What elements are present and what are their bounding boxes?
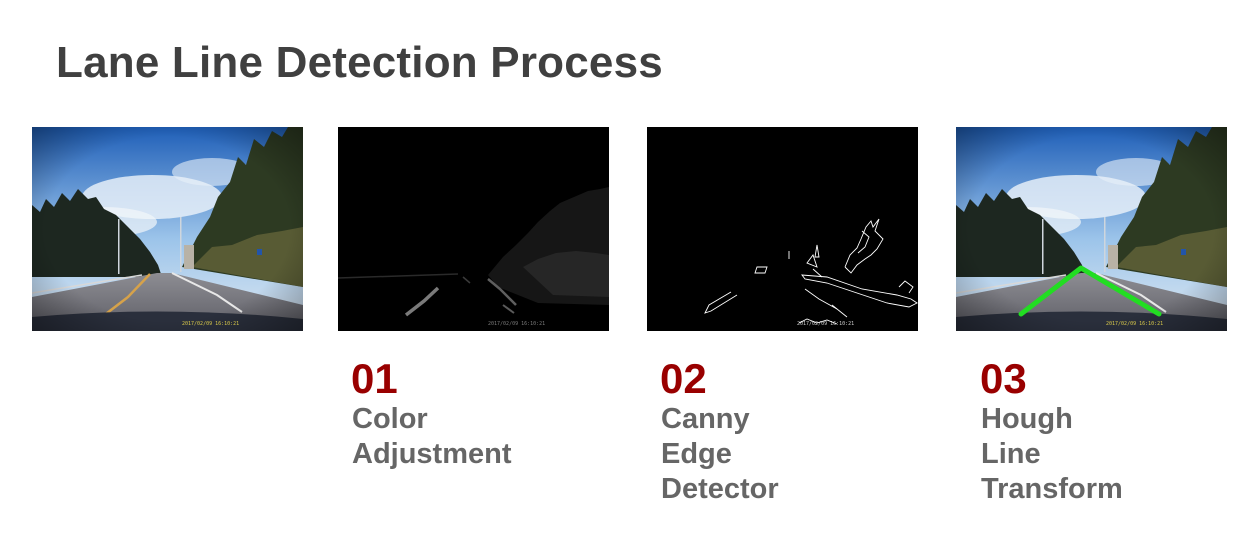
step-label-line: Line <box>981 438 1041 470</box>
timestamp-text: 2017/02/09 16:10:21 <box>182 321 239 327</box>
canny-edge-image: 2017/02/09 16:10:21 <box>647 127 918 331</box>
step-label-line: Canny <box>661 403 750 435</box>
timestamp-text: 2017/02/09 16:10:21 <box>488 321 545 327</box>
timestamp-text: 2017/02/09 16:10:21 <box>1106 321 1163 327</box>
step-label-line: Detector <box>661 473 779 505</box>
step-color-adjustment: 01 Color Adjustment <box>351 356 512 472</box>
step-number: 02 <box>660 355 707 402</box>
step-number: 01 <box>351 355 398 402</box>
timestamp-text: 2017/02/09 16:10:21 <box>797 321 854 327</box>
step-label-line: Edge <box>661 438 732 470</box>
step-label-line: Adjustment <box>352 438 512 470</box>
step-canny-edge-detector: 02 Canny Edge Detector <box>660 356 779 507</box>
step-hough-line-transform: 03 Hough Line Transform <box>980 356 1123 507</box>
page-title: Lane Line Detection Process <box>56 38 663 87</box>
hough-transform-image: 2017/02/09 16:10:21 <box>956 127 1227 331</box>
step-label-line: Transform <box>981 473 1123 505</box>
step-number: 03 <box>980 355 1027 402</box>
step-label-line: Color <box>352 403 428 435</box>
original-road-image: 2017/02/09 16:10:21 <box>32 127 303 331</box>
color-adjusted-image: 2017/02/09 16:10:21 <box>338 127 609 331</box>
step-label-line: Hough <box>981 403 1073 435</box>
